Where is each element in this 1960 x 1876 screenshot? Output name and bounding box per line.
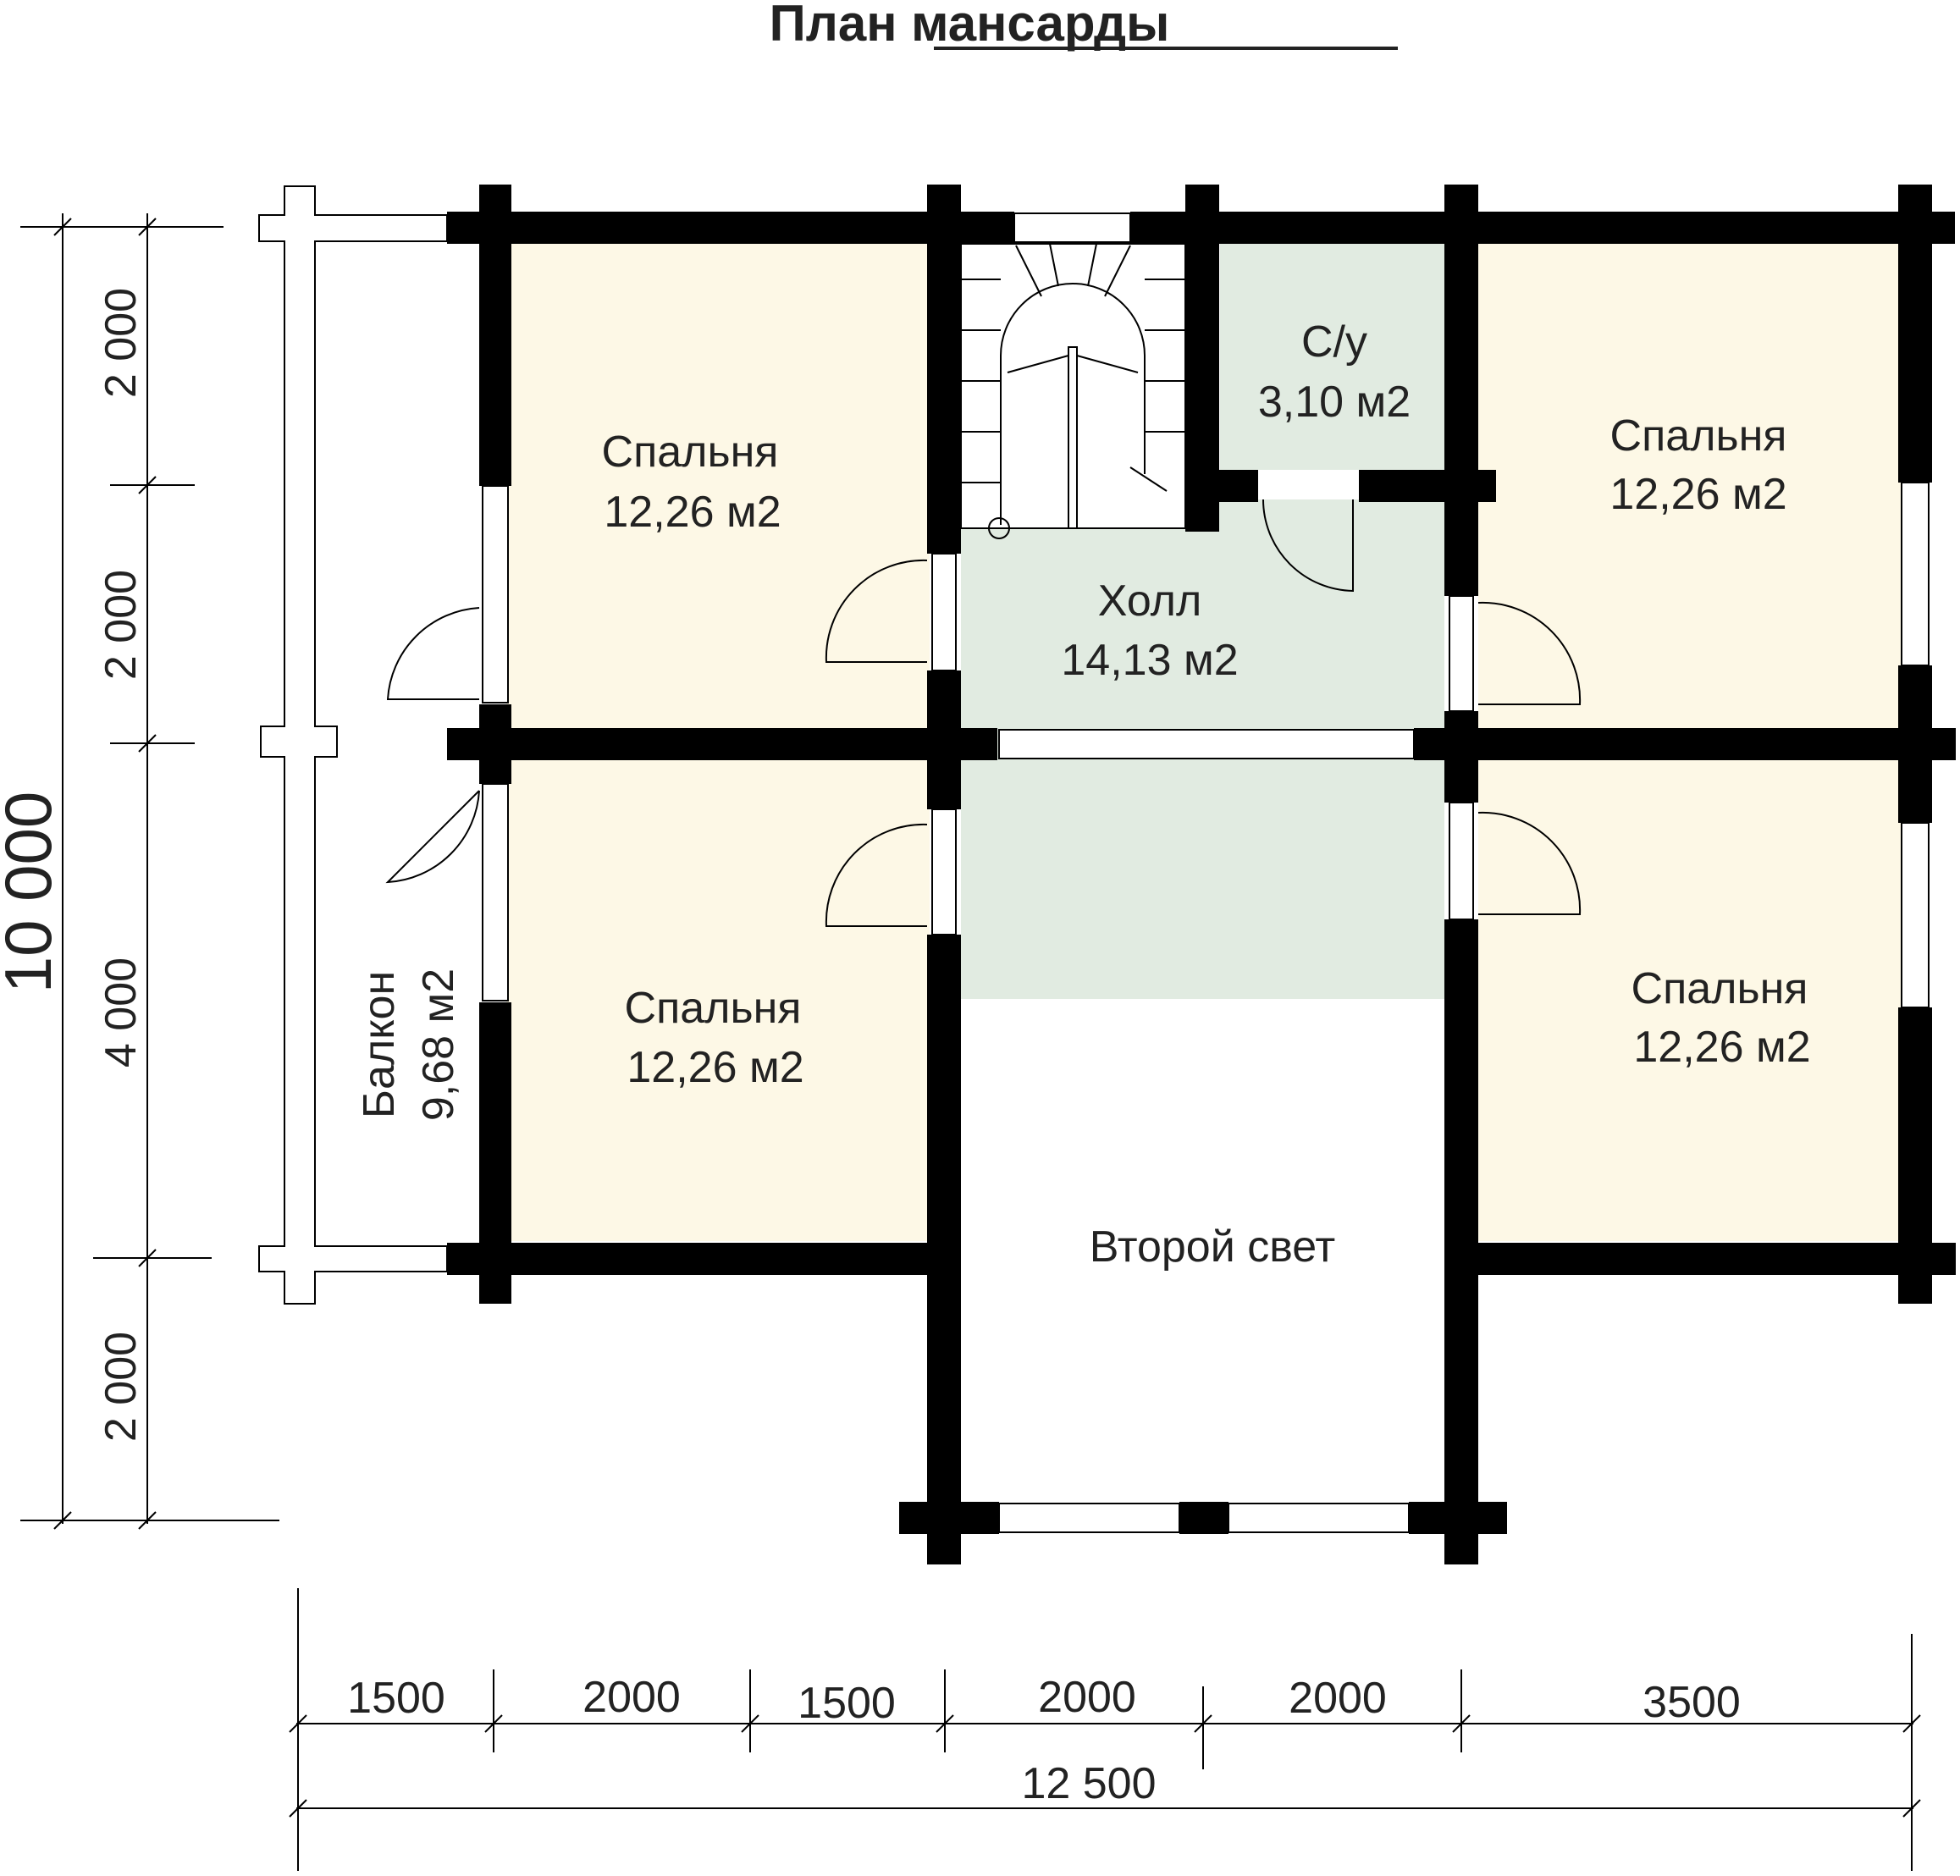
room-name-bedroom-bottom-left: Спальня xyxy=(625,984,802,1033)
dimension-left-1: 2 000 xyxy=(97,288,146,398)
room-area-hall: 14,13 м2 xyxy=(1061,636,1238,685)
bedroom-bottom-left-fill xyxy=(506,759,930,1241)
dimension-bottom-total: 12 500 xyxy=(1021,1759,1156,1808)
doors xyxy=(385,499,1582,927)
room-area-balcony: 9,68 м2 xyxy=(414,968,463,1121)
dimension-left-2: 2 000 xyxy=(97,570,146,680)
room-area-bathroom: 3,10 м2 xyxy=(1258,378,1411,427)
room-area-bedroom-bottom-right: 12,26 м2 xyxy=(1633,1023,1810,1072)
plan-title: План мансарды xyxy=(770,0,1170,52)
room-name-bedroom-bottom-right: Спальня xyxy=(1631,964,1808,1013)
dimension-bottom-4: 2000 xyxy=(1038,1673,1136,1722)
dimension-bottom-5: 2000 xyxy=(1289,1674,1387,1723)
bottom-dimensions xyxy=(289,1588,1921,1871)
dimension-bottom-2: 2000 xyxy=(582,1673,681,1722)
windows xyxy=(482,212,1930,1533)
room-area-bedroom-bottom-left: 12,26 м2 xyxy=(627,1043,803,1092)
left-dimensions xyxy=(20,213,279,1530)
dimension-left-4: 2 000 xyxy=(97,1332,146,1442)
dimension-bottom-6: 3500 xyxy=(1643,1678,1741,1727)
room-name-bedroom-top-right: Спальня xyxy=(1610,411,1787,461)
bathroom-fill xyxy=(1220,243,1444,470)
room-area-bedroom-top-left: 12,26 м2 xyxy=(604,488,781,537)
bedroom-top-right-fill xyxy=(1478,243,1905,730)
dimension-bottom-3: 1500 xyxy=(798,1679,896,1728)
dimension-left-3: 4 000 xyxy=(97,957,146,1068)
room-labels: Спальня 12,26 м2 С/у 3,10 м2 Спальня 12,… xyxy=(355,317,1811,1272)
dimension-left-total: 10 000 xyxy=(0,792,65,994)
bedroom-top-left-fill xyxy=(506,243,930,730)
room-name-hall: Холл xyxy=(1098,577,1202,626)
room-name-bedroom-top-left: Спальня xyxy=(602,428,779,477)
dimension-bottom-1: 1500 xyxy=(347,1674,445,1723)
walls xyxy=(447,185,1956,1564)
balcony-railing xyxy=(258,185,448,1305)
room-area-bedroom-top-right: 12,26 м2 xyxy=(1609,470,1786,519)
room-name-bathroom: С/у xyxy=(1301,317,1367,367)
staircase xyxy=(960,243,1186,539)
room-name-second-light: Второй свет xyxy=(1090,1222,1336,1272)
room-name-balcony: Балкон xyxy=(355,971,404,1118)
